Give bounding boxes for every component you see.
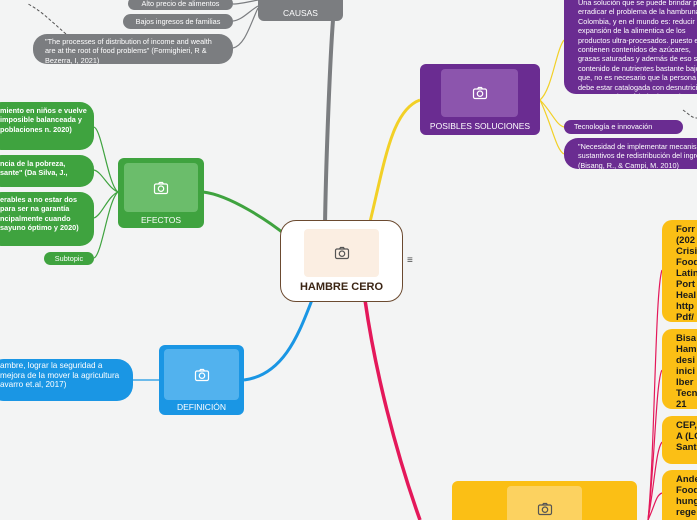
subtopic-causas-2[interactable]: Bajos ingresos de familias — [123, 14, 233, 29]
camera-icon — [153, 181, 169, 194]
subtopic-efectos-4[interactable]: Subtopic — [44, 252, 94, 265]
camera-icon — [537, 502, 552, 515]
subtopic-soluciones-1[interactable]: Una solución que se puede brindar para e… — [564, 0, 697, 94]
subtopic-definicion-1[interactable]: ambre, lograr la seguridad a mejora de l… — [0, 359, 133, 401]
central-image-placeholder — [304, 229, 379, 277]
topic-referencias[interactable] — [452, 481, 637, 520]
subtopic-efectos-2[interactable]: ncia de la pobreza, sante" (Da Silva, J.… — [0, 155, 94, 187]
camera-icon — [194, 368, 209, 381]
topic-image-placeholder — [124, 163, 198, 212]
topic-definicion-label: DEFINICIÓN — [176, 402, 227, 412]
subtopic-soluciones-2[interactable]: Tecnología e innovación — [564, 120, 683, 134]
topic-efectos[interactable]: EFECTOS — [118, 158, 204, 228]
subtopic-efectos-1[interactable]: miento en niños e vuelve imposible balan… — [0, 102, 94, 150]
camera-icon — [334, 246, 349, 260]
topic-posibles-soluciones-label: POSIBLES SOLUCIONES — [429, 121, 531, 131]
topic-posibles-soluciones[interactable]: POSIBLES SOLUCIONES — [420, 64, 540, 135]
topic-efectos-label: EFECTOS — [141, 215, 181, 225]
camera-icon — [472, 86, 487, 100]
subtopic-soluciones-3[interactable]: "Necesidad de implementar mecanismos sus… — [564, 138, 697, 169]
subtopic-causas-3[interactable]: "The processes of distribution of income… — [33, 34, 233, 64]
central-topic[interactable]: HAMBRE CERO — [280, 220, 403, 302]
central-topic-label: HAMBRE CERO — [299, 281, 384, 293]
subtopic-efectos-3[interactable]: erables a no estar dos para ser na garan… — [0, 192, 94, 246]
subtopic-referencias-3[interactable]: CEP, de A (LCA Sant — [662, 416, 697, 464]
subtopic-referencias-2[interactable]: Bisa Ham desi inici Iber Tecn 1-21 — [662, 329, 697, 409]
topic-image-placeholder — [164, 349, 239, 400]
topic-causas[interactable]: CAUSAS — [258, 0, 343, 21]
more-options-icon[interactable]: ≡ — [407, 255, 413, 266]
topic-definicion[interactable]: DEFINICIÓN — [159, 345, 244, 415]
topic-causas-label: CAUSAS — [283, 8, 318, 18]
topic-image-placeholder — [507, 486, 582, 520]
subtopic-referencias-1[interactable]: Forr (202 Crisi Food Latin Port Heal htt… — [662, 220, 697, 322]
topic-image-placeholder — [441, 69, 518, 117]
subtopic-causas-1[interactable]: Alto precio de alimentos — [128, 0, 233, 10]
subtopic-referencias-4[interactable]: Ande Food hung rege — [662, 470, 697, 520]
